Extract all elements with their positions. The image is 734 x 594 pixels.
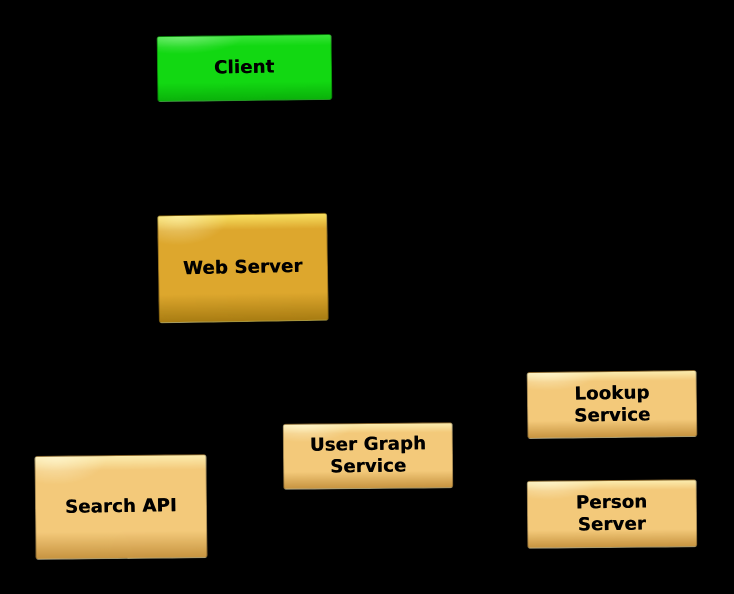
node-client-label: Client [214,56,275,79]
node-search-api: Search API [34,454,208,560]
node-search-api-label: Search API [64,495,178,518]
node-web-server: Web Server [157,212,329,324]
node-person-server: Person Server [526,479,698,549]
node-lookup-service: Lookup Service [526,369,698,440]
node-person-server-label: Person Server [576,491,648,536]
node-web-server-label: Web Server [183,255,303,280]
node-user-graph-service-label: User Graph Service [309,433,427,478]
node-client: Client [156,33,333,103]
node-user-graph-service: User Graph Service [282,422,454,490]
node-lookup-service-label: Lookup Service [573,381,651,427]
